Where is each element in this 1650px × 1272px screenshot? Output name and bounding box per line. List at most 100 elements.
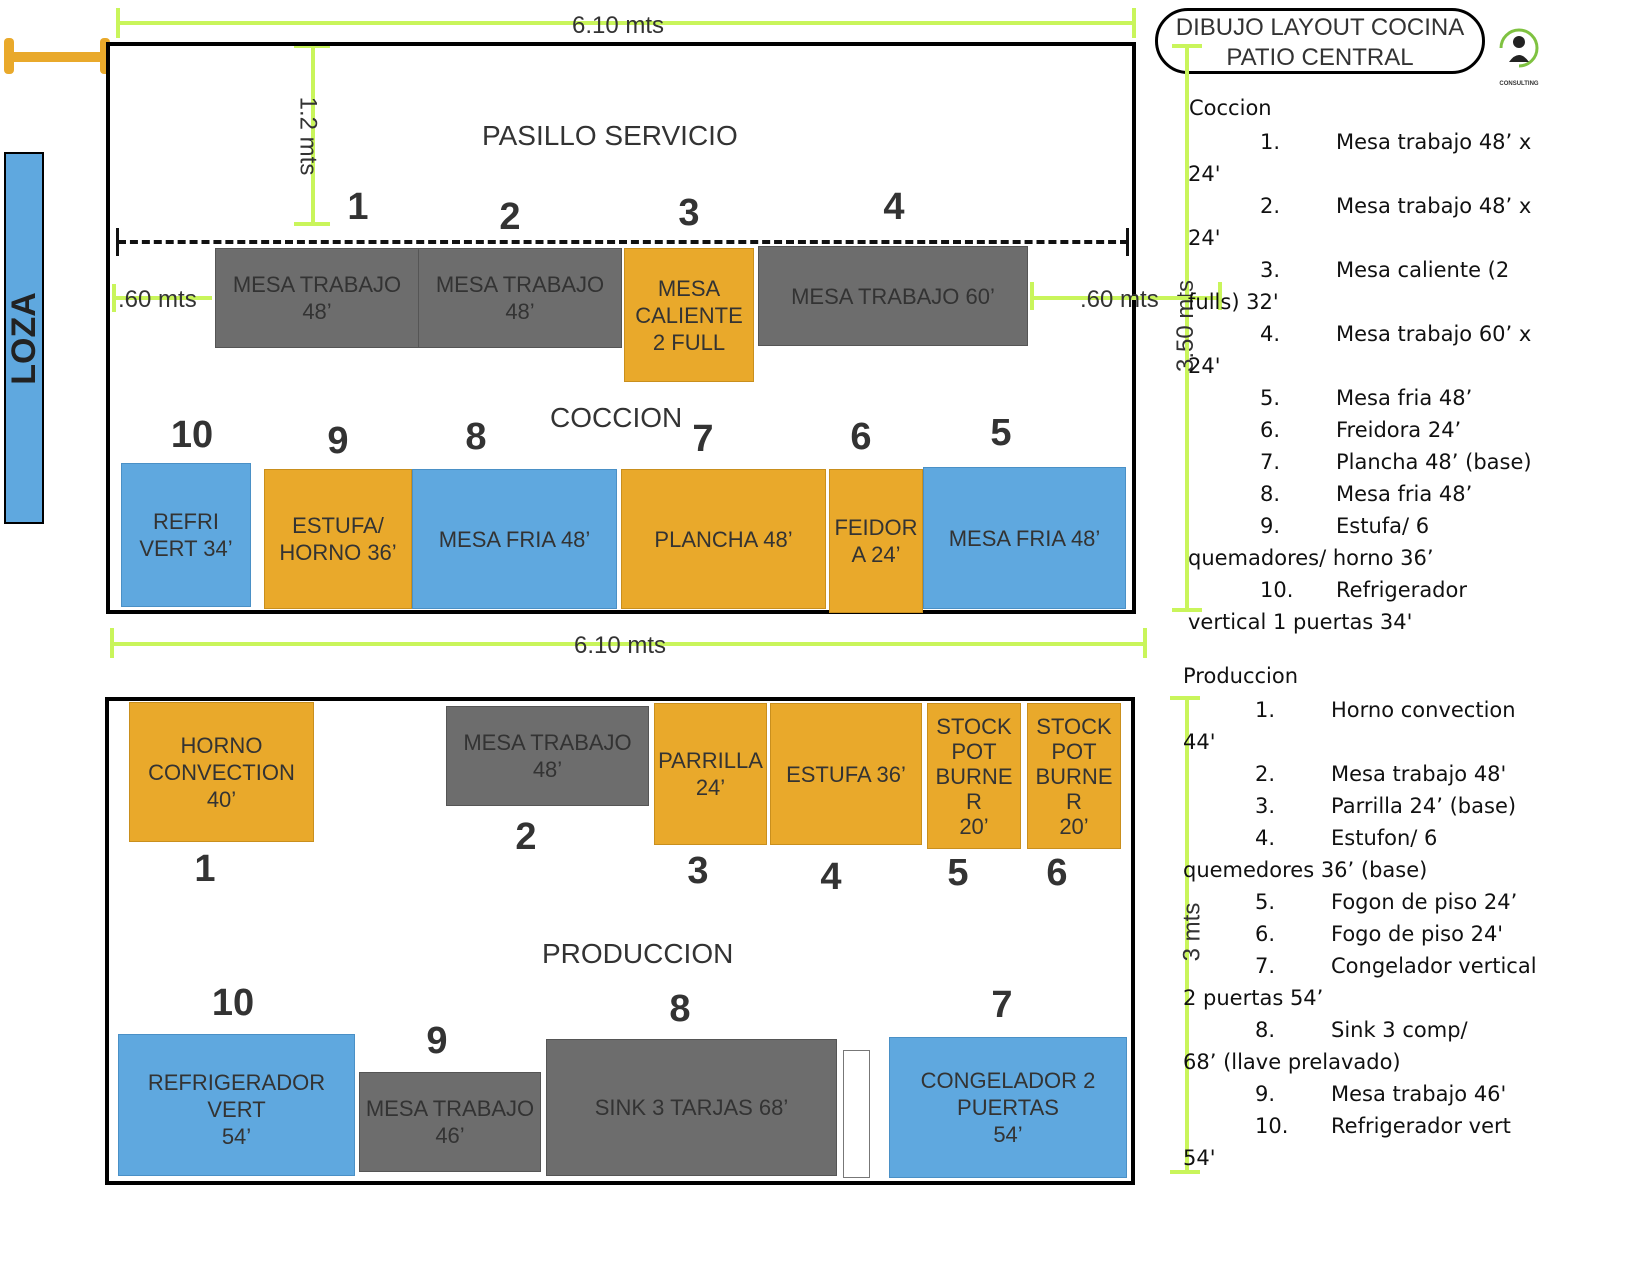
legend-item-text: Fogo de piso 24' xyxy=(1331,922,1504,946)
coccion-num-2: 2 xyxy=(499,196,521,238)
legend-item-text: Mesa fria 48’ xyxy=(1336,386,1473,410)
legend-item: 2. Mesa trabajo 48’ x xyxy=(1260,190,1549,222)
dim-gap-right xyxy=(1030,296,1220,300)
loza-block: LOZA xyxy=(4,152,44,524)
legend-item-text: Mesa trabajo 48' xyxy=(1331,762,1507,786)
logo-icon xyxy=(1499,28,1539,68)
dim-width-top xyxy=(116,21,1136,25)
width-top-label: 6.10 mts xyxy=(572,12,665,39)
dim-cap xyxy=(1218,282,1222,310)
produccion-item-1: HORNO CONVECTION 40’ xyxy=(129,702,314,842)
legend-item: 9.Mesa trabajo 46' xyxy=(1255,1078,1549,1110)
produccion-label: PRODUCCION xyxy=(542,938,734,969)
dim-cap xyxy=(1172,44,1202,48)
legend-item-number: 1. xyxy=(1260,130,1281,154)
legend-item: 7. Congelador vertical xyxy=(1255,950,1549,982)
coccion-num-6: 6 xyxy=(850,416,872,458)
dim-width-bottom xyxy=(112,642,1146,646)
legend-item-text: Mesa trabajo 48’ x xyxy=(1336,194,1532,218)
legend-item-number: 10. xyxy=(1255,1114,1289,1138)
legend-item-number: 6. xyxy=(1255,922,1276,946)
legend-item: 1.Mesa trabajo 48’ x xyxy=(1260,126,1549,158)
loza-label: LOZA xyxy=(4,291,43,385)
coccion-num-3: 3 xyxy=(678,192,700,234)
produccion-item-7: CONGELADOR 2 PUERTAS 54’ xyxy=(889,1037,1127,1178)
legend-item: 5. Mesa fria 48’ xyxy=(1260,382,1549,414)
legend-item-text: Freidora 24’ xyxy=(1336,418,1462,442)
coccion-num-7: 7 xyxy=(692,418,714,460)
coccion-num-1: 1 xyxy=(347,186,369,228)
legend-item-number: 4. xyxy=(1255,826,1276,850)
legend-item-number: 3. xyxy=(1260,258,1281,282)
service-line xyxy=(118,240,1128,244)
dim-cap xyxy=(1172,608,1202,612)
coccion-item-3: MESA CALIENTE 2 FULL xyxy=(624,248,754,382)
legend-item: 8.Sink 3 comp/ xyxy=(1255,1014,1549,1046)
legend-item-text: Refrigerador xyxy=(1336,578,1467,602)
door-marker-cap-right xyxy=(100,38,110,74)
produccion-spacer xyxy=(843,1050,870,1178)
produccion-num-4: 4 xyxy=(820,856,842,898)
dim-cap xyxy=(1132,8,1136,38)
legend-coccion-heading: Coccion xyxy=(1189,96,1272,120)
service-line-cap xyxy=(116,228,119,256)
title-box: DIBUJO LAYOUT COCINA PATIO CENTRAL xyxy=(1155,8,1485,74)
produccion-num-8: 8 xyxy=(669,988,691,1030)
legend-item-text: Estufon/ 6 xyxy=(1331,826,1438,850)
coccion-num-5: 5 xyxy=(990,412,1012,454)
legend-item: 2.Mesa trabajo 48' xyxy=(1255,758,1549,790)
produccion-num-2: 2 xyxy=(515,816,537,858)
legend-item-text: Fogon de piso 24’ xyxy=(1331,890,1518,914)
legend-item: 1. Horno convection xyxy=(1255,694,1549,726)
legend-item: 3.Parrilla 24’ (base) xyxy=(1255,790,1549,822)
dim-cap xyxy=(112,284,116,312)
coccion-item-4: MESA TRABAJO 60’ xyxy=(758,246,1028,346)
legend-item-number: 1. xyxy=(1255,698,1276,722)
legend-item-number: 5. xyxy=(1255,890,1276,914)
legend-item-number: 5. xyxy=(1260,386,1281,410)
door-marker xyxy=(4,52,108,62)
legend-coccion: Coccion 1.Mesa trabajo 48’ x 24' 2. Mesa tr… xyxy=(1188,96,1549,638)
legend-item: 4.Mesa trabajo 60’ x xyxy=(1260,318,1549,350)
legend-item-number: 2. xyxy=(1260,194,1281,218)
legend-item: 6. Fogo de piso 24' xyxy=(1255,918,1549,950)
dim-cap xyxy=(294,44,330,48)
legend-item: 8.Mesa fria 48’ xyxy=(1260,478,1549,510)
dim-cap xyxy=(116,8,120,38)
legend-item-continuation: 2 puertas 54’ xyxy=(1183,986,1324,1010)
legend-coccion-list: 1.Mesa trabajo 48’ x 24' 2. Mesa trabajo 48… xyxy=(1188,126,1549,638)
legend-item-continuation: 68’ (llave prelavado) xyxy=(1183,1050,1401,1074)
legend-item-text: Congelador vertical xyxy=(1331,954,1537,978)
coccion-item-6: FEIDOR A 24’ xyxy=(829,469,923,613)
legend-item-continuation: quemedores 36’ (base) xyxy=(1183,858,1428,882)
legend-item-continuation: 24' xyxy=(1188,226,1221,250)
legend-item-text: Plancha 48’ (base) xyxy=(1336,450,1532,474)
legend-item: 10.Refrigerador vert xyxy=(1255,1110,1549,1142)
legend-item-text: Sink 3 comp/ xyxy=(1331,1018,1468,1042)
coccion-item-5: MESA FRIA 48’ xyxy=(923,467,1126,609)
produccion-num-1: 1 xyxy=(194,848,216,890)
legend-item: 3.Mesa caliente (2 xyxy=(1260,254,1549,286)
service-line-cap xyxy=(1126,228,1129,256)
legend-item-text: Horno convection xyxy=(1331,698,1516,722)
pasillo-label: PASILLO SERVICIO xyxy=(482,120,738,151)
legend-item: 4. Estufon/ 6 xyxy=(1255,822,1549,854)
legend-item-number: 7. xyxy=(1260,450,1281,474)
coccion-label: COCCION xyxy=(550,402,683,433)
legend-item-number: 9. xyxy=(1255,1082,1276,1106)
legend-item-number: 7. xyxy=(1255,954,1276,978)
produccion-item-10: REFRIGERADOR VERT 54’ xyxy=(118,1034,355,1176)
legend-item: 7. Plancha 48’ (base) xyxy=(1260,446,1549,478)
legend-item-number: 6. xyxy=(1260,418,1281,442)
dim-cap xyxy=(110,628,114,658)
title-line-2: PATIO CENTRAL xyxy=(1226,44,1414,71)
dim-cap xyxy=(1143,628,1147,658)
coccion-item-2: MESA TRABAJO 48’ xyxy=(418,248,622,348)
produccion-item-6: STOCK POT BURNE R 20’ xyxy=(1027,703,1121,849)
legend-item-continuation: 44' xyxy=(1183,730,1216,754)
gap-right-label: .60 mts xyxy=(1080,286,1159,313)
legend-item: 9.Estufa/ 6 xyxy=(1260,510,1549,542)
legend-item-number: 9. xyxy=(1260,514,1281,538)
coccion-room xyxy=(106,42,1136,614)
